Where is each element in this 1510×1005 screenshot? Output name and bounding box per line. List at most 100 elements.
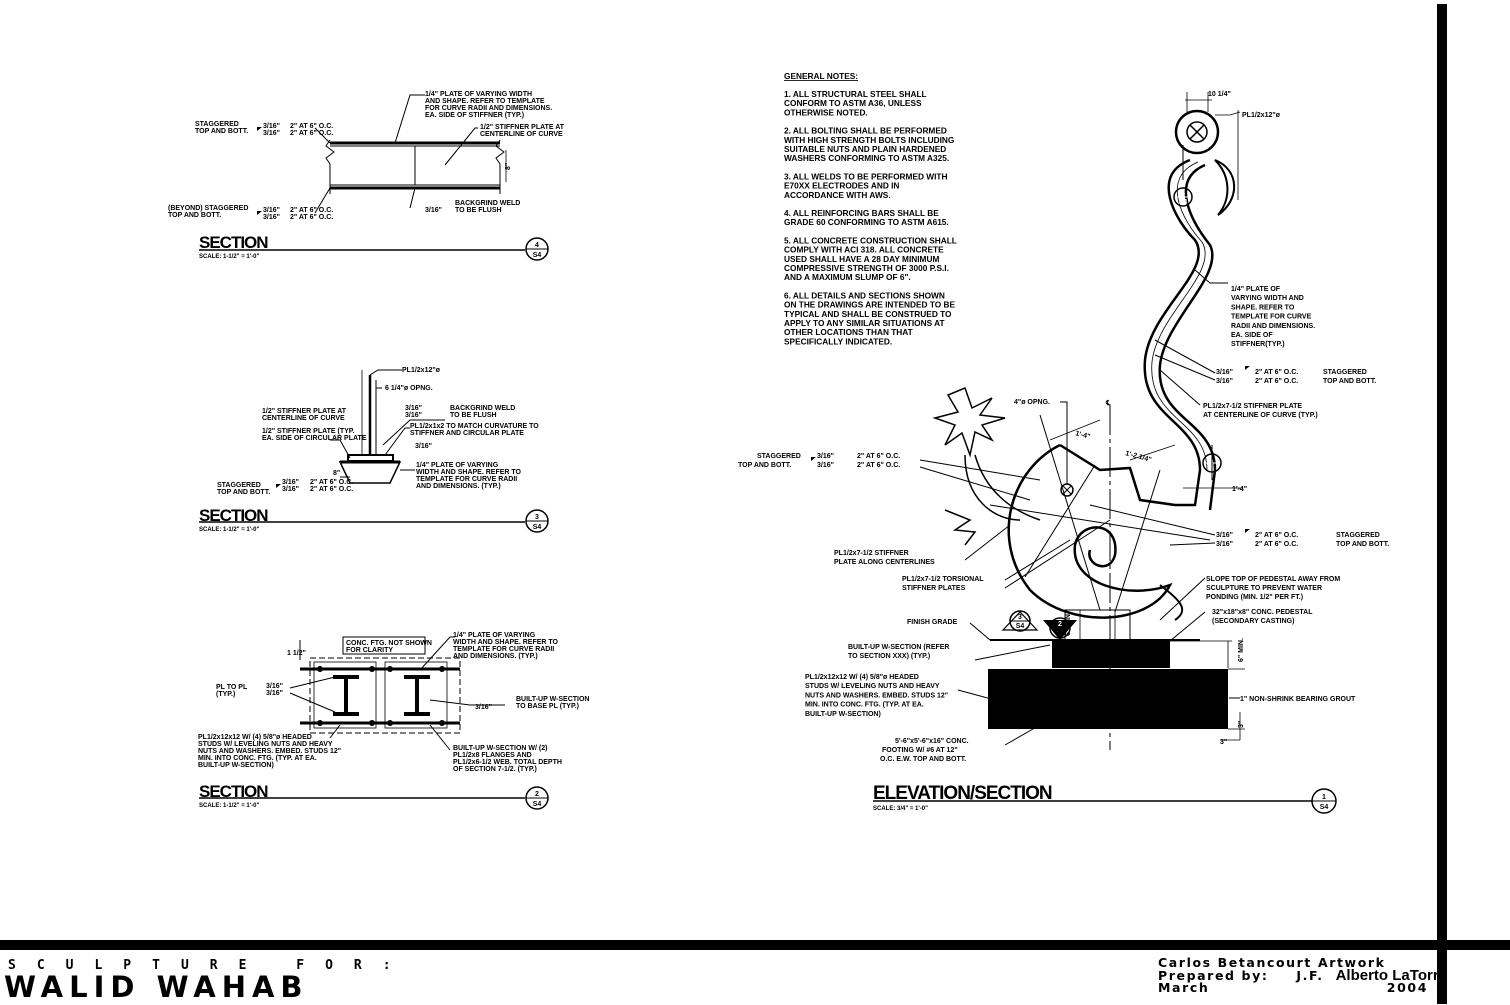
elevation-mark-num: 1	[1322, 794, 1326, 801]
elev-spacing-r2: 2" AT 6" O.C.	[1255, 378, 1298, 385]
elev-staggered-r3: STAGGERED	[1336, 532, 1380, 539]
elev-slope-1: SLOPE TOP OF PEDESTAL AWAY FROM	[1206, 576, 1340, 583]
section-4-backgrind-1: BACKGRIND WELD	[455, 200, 520, 207]
title-block-preparer-initials: J.F.	[1296, 967, 1324, 983]
elev-pl-top: PL1/2x12"ø	[1242, 112, 1281, 119]
note-line: VARYING WIDTH AND	[1231, 295, 1304, 302]
section-4-weld-spacing-1: 2" AT 6" O.C.	[290, 123, 333, 130]
elev-centerline: ℄	[1105, 399, 1111, 407]
section-2-builtup-2: PL1/2x8 FLANGES AND	[453, 752, 532, 759]
section-2-plate-1: 1/4" PLATE OF VARYING	[453, 632, 536, 639]
elev-torsional-2: STIFFNER PLATES	[902, 585, 966, 592]
note-line: TEMPLATE FOR CURVE	[1231, 314, 1312, 321]
general-note-line: 2. ALL BOLTING SHALL BE PERFORMED	[784, 126, 947, 136]
section-3-weld-spacing-2: 2" AT 6" O.C.	[310, 486, 353, 493]
general-note-line: COMPRESSIVE STRENGTH OF 3000 P.S.I.	[784, 263, 949, 273]
general-notes: GENERAL NOTES: 1. ALL STRUCTURAL STEEL S…	[784, 71, 957, 346]
general-note-line: USED SHALL HAVE A 28 DAY MINIMUM	[784, 254, 939, 264]
general-note-line: 3. ALL WELDS TO BE PERFORMED WITH	[784, 171, 947, 181]
right-border-bar	[1437, 4, 1447, 1004]
section-3-weld-size-2: 3/16"	[282, 486, 299, 493]
section-3-title: SECTION	[199, 506, 268, 525]
section-2-builtup-3: PL1/2x6-1/2 WEB. TOTAL DEPTH	[453, 759, 562, 766]
elev-studs-note: PL1/2x12x12 W/ (4) 5/8"ø HEADED STUDS W/ …	[805, 674, 948, 718]
note-line: EA. SIDE OF	[1231, 332, 1273, 339]
bottom-border-bar	[0, 940, 1510, 950]
general-note-line: 6. ALL DETAILS AND SECTIONS SHOWN	[784, 290, 945, 300]
section-4-beyond-label-2: TOP AND BOTT.	[168, 212, 221, 219]
general-note-line: SPECIFICALLY INDICATED.	[784, 336, 892, 346]
section-4-detail: STAGGERED TOP AND BOTT. 3/16" 3/16" 2" A…	[168, 91, 565, 221]
section-4-weld-spacing-2: 2" AT 6" O.C.	[290, 130, 333, 137]
section-4-stiffener-label-1: 1/2" STIFFNER PLATE AT	[480, 124, 565, 131]
section-3-backgrind-2: TO BE FLUSH	[450, 412, 497, 419]
section-3-pl-match-1: PL1/2x1x2 TO MATCH CURVATURE TO	[410, 423, 539, 430]
section-4-stiffener-label-2: CENTERLINE OF CURVE	[480, 131, 563, 138]
section-3-dim: 8"	[333, 470, 340, 477]
section-4-weld-size-4: 3/16"	[263, 214, 280, 221]
elev-builtup-2: TO SECTION XXX) (TYP.)	[848, 653, 930, 660]
section-4-weld-size-1: 3/16"	[263, 123, 280, 130]
section-2-builtup-base-1: BUILT-UP W-SECTION	[516, 696, 590, 703]
elevation-sculpture: 3 S4 2 4 S4	[738, 91, 1389, 763]
general-note-line: AND A MAXIMUM SLUMP OF 6".	[784, 272, 911, 282]
section-2-studs-5: BUILT-UP W-SECTION)	[198, 762, 274, 769]
note-line: NUTS AND WASHERS. EMBED. STUDS 12"	[805, 692, 948, 699]
section-3-weld-1: 3/16"	[405, 405, 422, 412]
section-4-staggered-label-2: TOP AND BOTT.	[195, 128, 248, 135]
elev-stiffener-r1: PL1/2x7-1/2 STIFFNER PLATE	[1203, 403, 1302, 410]
general-note-line: GRADE 60 CONFORMING TO ASTM A615.	[784, 217, 949, 227]
bubble-3-sheet: S4	[1016, 623, 1025, 630]
elevation-scale: SCALE: 3/4" = 1'-0"	[873, 806, 928, 812]
note-line: PL1/2x12x12 W/ (4) 5/8"ø HEADED	[805, 674, 919, 681]
general-note-line: ON THE DRAWINGS ARE INTENDED TO BE	[784, 300, 955, 310]
section-3-plate-1: 1/4" PLATE OF VARYING	[416, 462, 499, 469]
section-4-plate-label-2: AND SHAPE. REFER TO TEMPLATE	[425, 98, 545, 105]
section-2-pl-to-pl-1: PL TO PL	[216, 684, 248, 691]
section-4-weld-spacing-3: 2" AT 6" O.C.	[290, 207, 333, 214]
section-3-stiffener-typ-1: 1/2" STIFFNER PLATE (TYP.	[262, 428, 355, 435]
section-2-pl-to-pl-2: (TYP.)	[216, 691, 235, 698]
bubble-4-num: 4	[1181, 190, 1185, 197]
elev-opng: 4"ø OPNG.	[1014, 399, 1050, 406]
elev-spacing-r3: 2" AT 6" O.C.	[1255, 532, 1298, 539]
section-4-weld-bottom: 3/16"	[425, 207, 442, 214]
section-2-plate-4: AND DIMENSIONS. (TYP.)	[453, 653, 538, 660]
section-4-mark-num: 4	[535, 242, 539, 249]
section-4-plate-label-1: 1/4" PLATE OF VARYING WIDTH	[425, 91, 532, 98]
section-4-weld-size-3: 3/16"	[263, 207, 280, 214]
section-2-mark-sheet: S4	[533, 801, 542, 808]
section-3-stiffener-typ-2: EA. SIDE OF CIRCULAR PLATE	[262, 435, 367, 442]
elev-spacing-l2: 2" AT 6" O.C.	[857, 462, 900, 469]
builtup-w-section-left	[333, 675, 359, 716]
section-4-mark-sheet: S4	[533, 252, 542, 259]
elev-stiffener-l1: PL1/2x7-1/2 STIFFNER	[834, 550, 909, 557]
elev-pedestal-2: (SECONDARY CASTING)	[1212, 618, 1294, 625]
general-note-line: CONFORM TO ASTM A36, UNLESS	[784, 98, 922, 108]
general-note-line: APPLY TO ANY SIMILAR SITUATIONS AT	[784, 318, 945, 328]
elevation-title-block: ELEVATION/SECTION SCALE: 3/4" = 1'-0" 1 …	[873, 783, 1337, 814]
elev-slope-3: PONDING (MIN. 1/2" PER FT.)	[1206, 594, 1303, 601]
section-2-dim: 1 1/2"	[287, 650, 306, 657]
general-note-line: WASHERS CONFORMING TO ASTM A325.	[784, 153, 949, 163]
elev-staggered-l2: TOP AND BOTT.	[738, 462, 791, 469]
elev-weld-r3: 3/16"	[1216, 532, 1233, 539]
general-note-line: 1. ALL STRUCTURAL STEEL SHALL	[784, 89, 927, 99]
title-block-credits: Carlos Betancourt Artwork Prepared by: J…	[1158, 956, 1447, 995]
elev-footing-2: FOOTING W/ #6 AT 12"	[882, 747, 958, 754]
section-3-plate-2: WIDTH AND SHAPE. REFER TO	[416, 469, 522, 476]
elev-weld-r4: 3/16"	[1216, 541, 1233, 548]
general-note-line: COMPLY WITH ACI 318. ALL CONCRETE	[784, 245, 944, 255]
section-3-staggered-2: TOP AND BOTT.	[217, 489, 270, 496]
section-2-note-box-2: FOR CLARITY	[346, 647, 393, 654]
note-line: STUDS W/ LEVELING NUTS AND HEAVY	[805, 683, 940, 690]
section-4-plate-label-3: FOR CURVE RADII AND DIMENSIONS.	[425, 105, 552, 112]
section-2-title-block: SECTION SCALE: 1-1/2" = 1'-0" 2 S4	[199, 782, 549, 810]
section-4-backgrind-2: TO BE FLUSH	[455, 207, 502, 214]
elev-stiffener-l2: PLATE ALONG CENTERLINES	[834, 559, 935, 566]
note-line: 1/4" PLATE OF	[1231, 286, 1281, 293]
elev-staggered-r4: TOP AND BOTT.	[1336, 541, 1389, 548]
section-2-studs-4: MIN. INTO CONC. FTG. (TYP. AT EA.	[198, 755, 317, 762]
section-4-dim: 8"	[505, 163, 512, 170]
note-line: BUILT-UP W-SECTION)	[805, 711, 881, 718]
